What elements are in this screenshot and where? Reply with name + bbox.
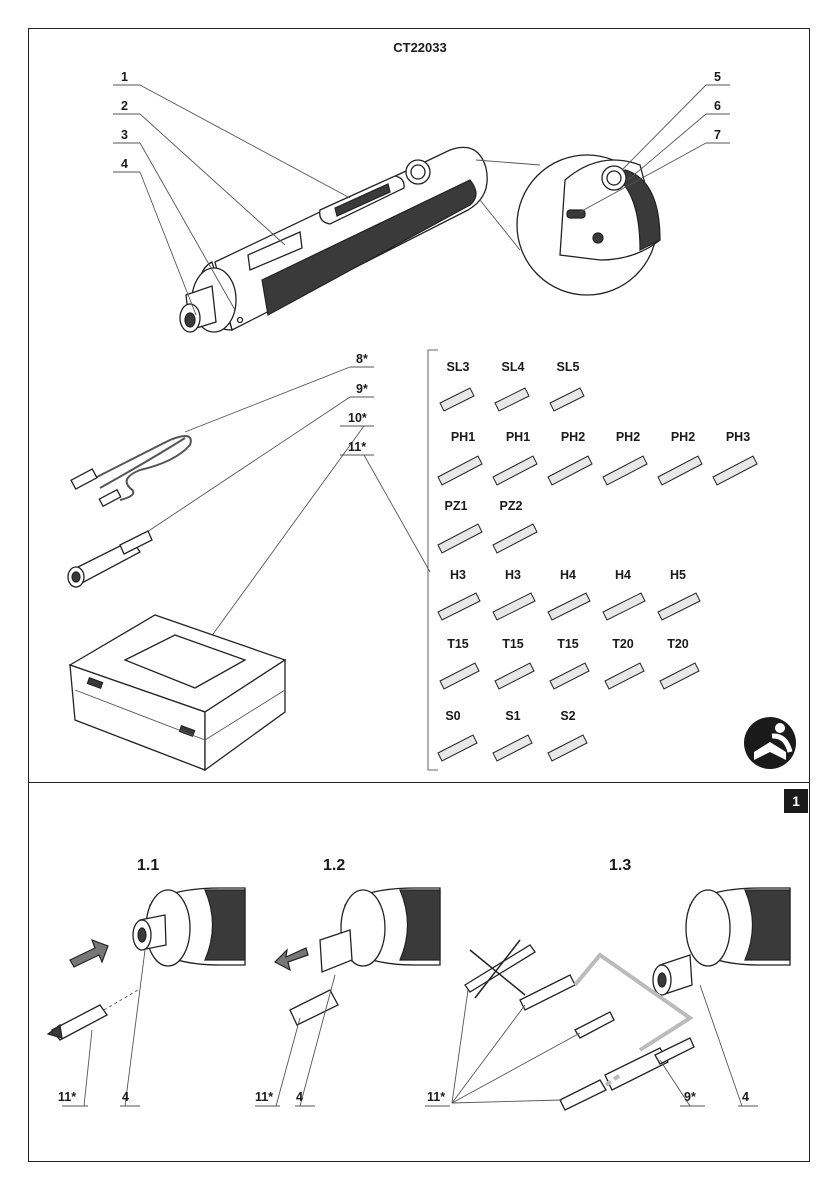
storage-case bbox=[70, 615, 285, 770]
step-1-3-illustration bbox=[425, 888, 790, 1110]
callout-2: 2 bbox=[121, 99, 128, 113]
bit-label: H4 bbox=[601, 568, 645, 582]
step-title-1-2: 1.2 bbox=[323, 857, 345, 875]
step-1-1-illustration bbox=[48, 888, 245, 1106]
bit-label: PH2 bbox=[551, 430, 595, 444]
bit-label: T15 bbox=[546, 637, 590, 651]
step-title-1-1: 1.1 bbox=[137, 857, 159, 875]
bit-label: H3 bbox=[491, 568, 535, 582]
callout-5: 5 bbox=[714, 70, 721, 84]
usb-cable bbox=[71, 436, 191, 506]
bit-label: PH3 bbox=[716, 430, 760, 444]
bit-label: SL3 bbox=[436, 360, 480, 374]
step-1-2-illustration bbox=[255, 888, 440, 1106]
bit-label: PH1 bbox=[496, 430, 540, 444]
bit-label: PH1 bbox=[441, 430, 485, 444]
callout-4: 4 bbox=[121, 157, 128, 171]
step-1-3-label-holder: 9* bbox=[684, 1090, 696, 1104]
callout-9: 9* bbox=[356, 382, 368, 396]
bit-label: T15 bbox=[491, 637, 535, 651]
bit-label: H5 bbox=[656, 568, 700, 582]
callout-1: 1 bbox=[121, 70, 128, 84]
step-1-2-label-bit: 11* bbox=[255, 1090, 273, 1104]
step-1-3-label-bit: 11* bbox=[427, 1090, 445, 1104]
bit-label: T15 bbox=[436, 637, 480, 651]
bit-label: PZ2 bbox=[489, 499, 533, 513]
step-1-3-label-chuck: 4 bbox=[742, 1090, 749, 1104]
bit-label: S1 bbox=[491, 709, 535, 723]
bit-label: SL5 bbox=[546, 360, 590, 374]
callout-8: 8* bbox=[356, 352, 368, 366]
bit-label: T20 bbox=[656, 637, 700, 651]
step-1-1-label-chuck: 4 bbox=[122, 1090, 129, 1104]
bit-label: S0 bbox=[431, 709, 475, 723]
bit-label: PH2 bbox=[606, 430, 650, 444]
bit-label: S2 bbox=[546, 709, 590, 723]
callout-6: 6 bbox=[714, 99, 721, 113]
bit-label: PZ1 bbox=[434, 499, 478, 513]
callout-7: 7 bbox=[714, 128, 721, 142]
step-1-1-label-bit: 11* bbox=[58, 1090, 76, 1104]
step-1-2-label-chuck: 4 bbox=[296, 1090, 303, 1104]
bit-label: T20 bbox=[601, 637, 645, 651]
bit-label: PH2 bbox=[661, 430, 705, 444]
bit-label: SL4 bbox=[491, 360, 535, 374]
callout-10: 10* bbox=[348, 411, 367, 425]
step-title-1-3: 1.3 bbox=[609, 857, 631, 875]
screwdriver-illustration bbox=[180, 147, 487, 332]
bit-holder bbox=[68, 531, 152, 587]
bit-label: H3 bbox=[436, 568, 480, 582]
bit-label: H4 bbox=[546, 568, 590, 582]
read-manual-icon bbox=[744, 717, 796, 769]
callout-11: 11* bbox=[348, 440, 366, 454]
callout-3: 3 bbox=[121, 128, 128, 142]
